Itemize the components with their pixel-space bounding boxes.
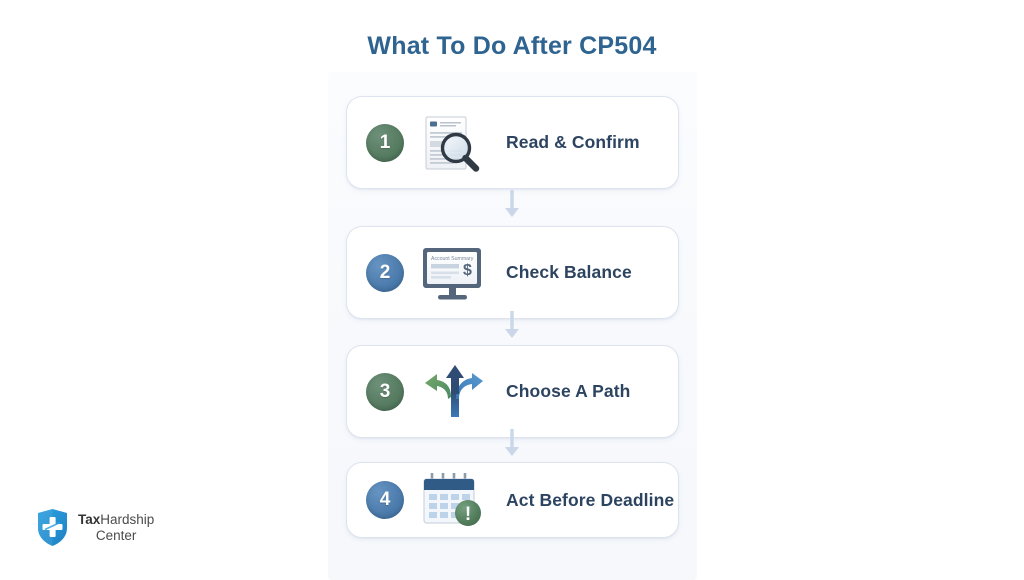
brand-logo-text: TaxHardship Center [78, 512, 154, 544]
step-card-1[interactable]: 1 [346, 96, 679, 189]
step-card-3[interactable]: 3 Ch [346, 345, 679, 438]
brand-logo[interactable]: TaxHardship Center [36, 508, 154, 547]
step-number-badge-1: 1 [366, 123, 404, 162]
dollar-symbol: $ [463, 262, 472, 279]
step-label-2: Check Balance [506, 262, 632, 282]
connector-arrow-2-to-3 [502, 311, 522, 341]
step-number-badge-2: 2 [366, 253, 404, 292]
step-number-badge-3: 3 [366, 372, 404, 411]
brand-name-rest: Hardship [100, 511, 155, 527]
page-title: What To Do After CP504 [367, 32, 657, 60]
monitor-dollar-icon: Account Summary $ [418, 242, 492, 304]
connector-arrow-3-to-4 [502, 429, 522, 459]
step-label-3: Choose A Path [506, 381, 631, 401]
connector-arrow-1-to-2 [502, 190, 522, 220]
step-card-2[interactable]: 2 Account Summary $ Check Balance [346, 226, 679, 319]
alert-exclamation: ! [465, 504, 471, 525]
brand-name-line2: Center [95, 527, 137, 543]
shield-plus-icon [36, 508, 69, 547]
step-label-4: Act Before Deadline [506, 489, 675, 510]
monitor-screen-heading: Account Summary [431, 256, 474, 262]
document-magnifier-icon [418, 112, 492, 174]
brand-name-bold: Tax [78, 511, 101, 527]
step-card-4[interactable]: 4 [346, 462, 679, 538]
step-number-badge-4: 4 [366, 481, 404, 519]
calendar-alert-icon: ! [418, 469, 492, 531]
three-way-arrow-icon [418, 361, 492, 423]
step-label-1: Read & Confirm [506, 132, 640, 152]
